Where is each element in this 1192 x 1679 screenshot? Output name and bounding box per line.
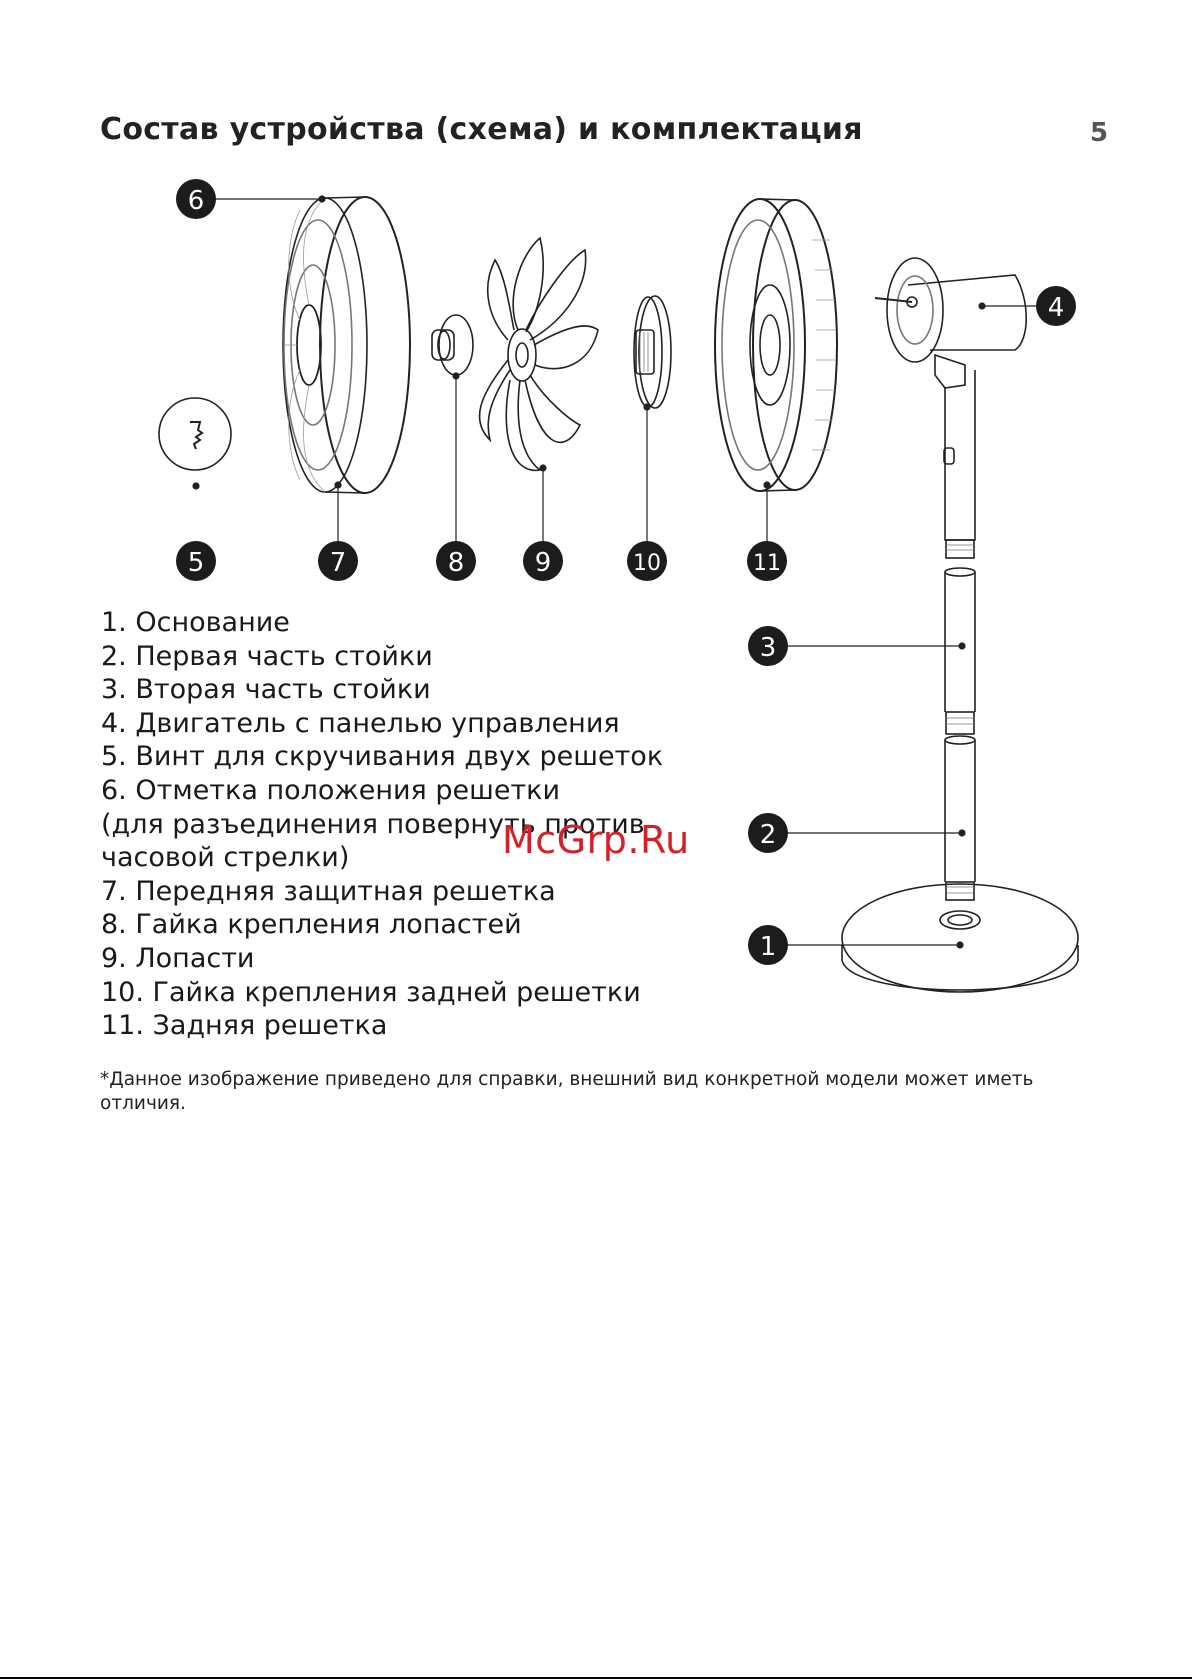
callout-4: 4 [1036, 286, 1076, 326]
motor-head-illustration [874, 257, 1028, 389]
svg-text:2: 2 [760, 820, 777, 850]
list-item: 11. Задняя решетка [101, 1010, 388, 1042]
list-item: 3. Вторая часть стойки [101, 674, 431, 706]
callout-11: 11 [747, 541, 787, 581]
callout-9: 9 [523, 541, 563, 581]
list-item: 6. Отметка положения решетки [101, 774, 561, 806]
svg-text:1: 1 [760, 932, 777, 962]
rear-guard-illustration [714, 198, 838, 492]
list-item: 1. Основание [101, 607, 290, 638]
svg-text:10: 10 [633, 551, 661, 576]
callout-2: 2 [748, 813, 788, 853]
pole-section-3-illustration [944, 567, 976, 735]
callout-6: 6 [176, 179, 216, 219]
list-item: 9. Лопасти [101, 942, 255, 974]
leader-lines [192, 195, 1036, 949]
fan-exploded-diagram: 6 5 7 8 9 10 11 4 3 2 1 [158, 179, 1079, 993]
callout-7: 7 [318, 541, 358, 581]
svg-text:5: 5 [188, 548, 205, 578]
list-item: 4. Двигатель с панелью управления [101, 707, 620, 739]
page-number: 5 [1090, 118, 1109, 148]
callout-10: 10 [627, 541, 667, 581]
page-title: Состав устройства (схема) и комплектация [100, 112, 863, 147]
svg-text:11: 11 [753, 551, 781, 576]
callout-8: 8 [436, 541, 476, 581]
parts-list: 1. Основание 2. Первая часть стойки 3. В… [101, 606, 663, 1043]
list-item: 10. Гайка крепления задней решетки [101, 976, 641, 1008]
fan-blades-illustration [478, 236, 599, 472]
list-item: 2. Первая часть стойки [101, 640, 433, 672]
blade-nut-illustration [431, 314, 474, 376]
svg-text:3: 3 [760, 633, 777, 663]
list-item: 5. Винт для скручивания двух решеток [101, 741, 664, 773]
screw-illustration [158, 397, 232, 471]
list-item: 8. Гайка крепления лопастей [101, 909, 522, 941]
list-item: 7. Передняя защитная решетка [101, 875, 556, 907]
callout-5: 5 [176, 541, 216, 581]
svg-text:8: 8 [448, 548, 465, 578]
watermark: McGrp.Ru [502, 818, 690, 862]
callout-3: 3 [748, 626, 788, 666]
footnote: *Данное изображение приведено для справк… [100, 1069, 1034, 1114]
pole-section-2-illustration [944, 735, 976, 901]
svg-text:4: 4 [1048, 293, 1065, 323]
callout-1: 1 [748, 925, 788, 965]
base-illustration [841, 883, 1079, 993]
svg-text:6: 6 [188, 186, 205, 216]
list-item: часовой стрелки) [101, 842, 350, 874]
svg-text:9: 9 [535, 548, 552, 578]
list-item: (для разъединения повернуть против [101, 808, 645, 840]
front-guard-illustration [282, 196, 411, 494]
rear-guard-nut-illustration [633, 295, 672, 409]
upper-pole-illustration [943, 370, 976, 559]
bottom-rule [0, 1677, 1192, 1679]
svg-text:7: 7 [330, 548, 347, 578]
